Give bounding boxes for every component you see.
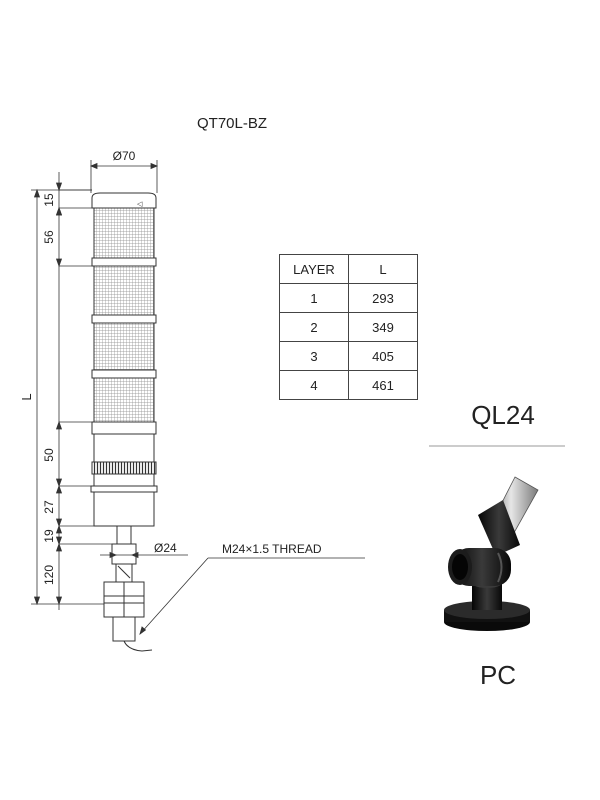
layer-column-header: LAYER: [279, 254, 349, 284]
neck-height-label: 19: [42, 529, 56, 543]
stem-diameter-label: Ø24: [154, 541, 177, 555]
stem-height-label: 120: [42, 565, 56, 585]
length-cell: 293: [348, 283, 418, 313]
table-row: 3 405: [279, 341, 418, 371]
signal-tower: ◁: [90, 192, 158, 642]
thread-label: M24×1.5 THREAD: [222, 542, 322, 556]
layer-height-label: 56: [42, 230, 56, 244]
length-cell: 349: [348, 312, 418, 342]
layer-cell: 1: [279, 283, 349, 313]
table-row: 4 461: [279, 370, 418, 400]
cap-height-label: 15: [42, 193, 56, 207]
table-header-row: LAYER L: [279, 254, 418, 284]
layer-cell: 2: [279, 312, 349, 342]
left-dimensions: [31, 172, 117, 610]
ql24-title: QL24: [471, 400, 535, 430]
diameter-dimension: [89, 160, 159, 193]
thread-leader: [139, 557, 365, 636]
length-cell: 405: [348, 341, 418, 371]
diameter-top-label: Ø70: [113, 149, 136, 163]
cable: [123, 640, 153, 652]
stem-diameter-dimension: [100, 551, 188, 559]
length-cell: 461: [348, 370, 418, 400]
model-title: QT70L-BZ: [197, 115, 267, 132]
svg-text:◁: ◁: [137, 201, 143, 208]
layer-cell: 4: [279, 370, 349, 400]
ql24-bracket-image: [444, 476, 539, 631]
overall-length-label: L: [19, 393, 34, 400]
table-row: 2 349: [279, 312, 418, 342]
base-height-label: 50: [42, 448, 56, 462]
material-label: PC: [479, 660, 517, 690]
table-row: 1 293: [279, 283, 418, 313]
layer-length-table: LAYER L 1 293 2 349 3 405 4 461: [279, 254, 418, 400]
length-column-header: L: [348, 254, 418, 284]
thread-mark: [117, 565, 131, 579]
collar-height-label: 27: [42, 500, 56, 514]
layer-cell: 3: [279, 341, 349, 371]
